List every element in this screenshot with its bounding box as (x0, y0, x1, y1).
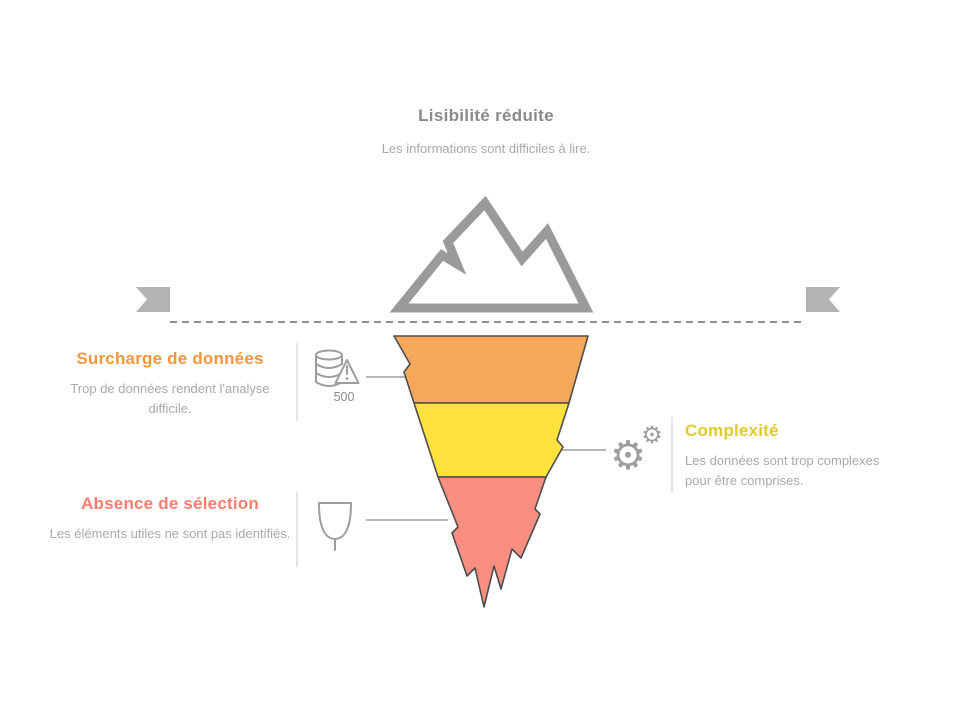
cup-icon (318, 502, 352, 551)
section-overload-title: Surcharge de données (76, 349, 264, 368)
iceberg-band-overload (393, 335, 589, 404)
section-overload-description: Trop de données rendent l'analyse diffic… (70, 381, 270, 416)
database-top (315, 349, 343, 361)
page-title: Lisibilité réduite (418, 106, 554, 125)
section-complexity-description: Les données sont trop complexes pour êtr… (685, 453, 880, 488)
section-complexity-title: Complexité (685, 421, 779, 440)
section-selection: Absence de sélection Les éléments utiles… (48, 494, 292, 544)
section-selection-title: Absence de sélection (81, 494, 259, 513)
gears-icon: ⚙ ⚙ (610, 422, 663, 478)
gear-large-icon: ⚙ (610, 434, 646, 478)
left-flag-icon (136, 287, 170, 312)
section-overload: Surcharge de données Trop de données ren… (48, 349, 292, 418)
gear-small-icon: ⚙ (641, 422, 663, 449)
header: Lisibilité réduite Les informations sont… (336, 106, 636, 159)
database-alert-icon: 500 (315, 349, 360, 404)
cup-bowl (318, 503, 352, 541)
page-description: Les informations sont difficiles à lire. (381, 141, 591, 156)
right-flag-icon (806, 287, 840, 312)
mountain-icon (389, 195, 594, 313)
iceberg-band-complexity (413, 402, 570, 478)
database-ring-1 (315, 363, 343, 369)
section-selection-description: Les éléments utiles ne sont pas identifi… (49, 526, 291, 541)
section-complexity: Complexité Les données sont trop complex… (685, 421, 895, 490)
iceberg-band-selection (437, 476, 547, 608)
alert-exclamation-dot (345, 377, 349, 380)
database-badge: 500 (334, 390, 355, 404)
